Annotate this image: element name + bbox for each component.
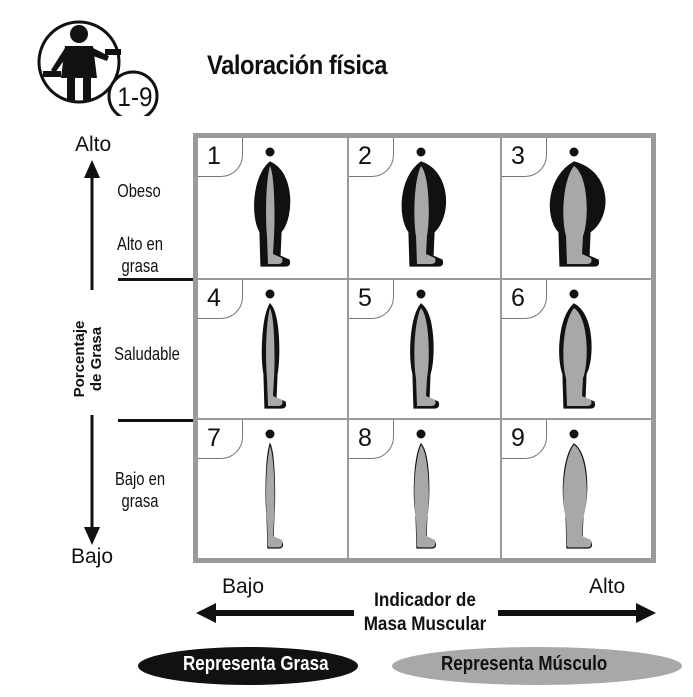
figure-head [569,429,579,439]
legend-muscle-swatch [392,647,682,685]
figure-head [265,289,275,299]
category-obeso: Obeso [110,180,167,202]
cell-number-badge: 7 [198,420,243,459]
category-label: Bajo en [114,469,166,489]
grid-cell: 1 [197,137,348,279]
figure-head [416,147,426,157]
cell-number: 3 [511,142,525,170]
x-axis-title: Indicador de Masa Muscular [349,589,502,637]
grid-cell: 8 [348,419,501,559]
muscle-layer [266,166,283,264]
muscle-layer [266,308,283,406]
cell-number: 9 [511,424,525,452]
category-label: Alto en [117,234,163,254]
page-title: Valoración física [207,50,388,80]
y-axis-title-line2: de Grasa [88,326,105,392]
category-separator [118,278,193,281]
grid-cell: 2 [348,137,501,279]
grid-cell: 5 [348,279,501,419]
grid-cell: 9 [501,419,652,559]
cell-number: 1 [207,142,221,170]
x-axis-title-line2: Masa Muscular [363,614,487,635]
figure-head [416,429,426,439]
cell-number-badge: 2 [349,138,394,177]
cell-number-badge: 9 [502,420,547,459]
cell-number: 4 [207,284,221,312]
y-axis-top-label: Alto [75,133,112,156]
grid-cell: 4 [197,279,348,419]
cell-number-badge: 5 [349,280,394,319]
figure-head [265,147,275,157]
muscle-layer [414,308,436,406]
category-label: grasa [121,491,159,511]
grid-cell: 7 [197,419,348,559]
category-alto-en-grasa: Alto en grasa [107,233,173,277]
cell-number: 2 [358,142,372,170]
x-axis-arrow [196,603,656,623]
figure-head [416,289,426,299]
category-bajo-en-grasa: Bajo en grasa [107,468,173,512]
category-separator [118,419,193,422]
muscle-layer [563,448,592,546]
body-figure [562,429,593,549]
cell-number-badge: 1 [198,138,243,177]
body-type-grid: 1 2 3 4 5 6 7 8 9 [193,133,656,563]
category-label: Obeso [117,181,161,201]
figure-head [569,147,579,157]
cell-number: 6 [511,284,525,312]
legend-fat-swatch [138,647,358,685]
y-axis-arrow [84,160,100,545]
body-figure [549,147,606,267]
cell-number-badge: 4 [198,280,243,319]
body-figure [413,429,437,549]
muscle-layer [563,166,592,264]
y-axis-bottom-label: Bajo [71,545,114,568]
category-saludable: Saludable [110,343,184,365]
body-figure [401,147,447,267]
body-figure [254,147,291,267]
body-figure [265,429,284,549]
icon-badge: 1-9 [117,82,153,112]
muscle-layer [266,448,283,546]
category-label: Saludable [114,344,180,364]
category-label: grasa [121,256,159,276]
body-figure [559,289,596,409]
grid-cell: 3 [501,137,652,279]
legend-fat-label: Representa Grasa [183,653,329,675]
muscle-layer [414,166,436,264]
weightlifter-icon [37,20,159,116]
muscle-layer [414,448,436,546]
y-axis-title-line1: Porcentaje [71,320,88,398]
y-axis-title: Porcentaje de Grasa [71,289,105,429]
x-axis-right-label: Alto [589,575,626,598]
cell-number-badge: 3 [502,138,547,177]
x-axis-left-label: Bajo [222,575,265,598]
cell-number: 7 [207,424,221,452]
grid-cell: 6 [501,279,652,419]
legend-muscle-label: Representa Músculo [441,653,608,675]
cell-number-badge: 6 [502,280,547,319]
cell-number: 5 [358,284,372,312]
figure-head [569,289,579,299]
body-figure [410,289,440,409]
muscle-layer [563,308,592,406]
x-axis-title-line1: Indicador de [374,590,476,611]
figure-head [265,429,275,439]
cell-number-badge: 8 [349,420,394,459]
cell-number: 8 [358,424,372,452]
body-figure [261,289,287,409]
